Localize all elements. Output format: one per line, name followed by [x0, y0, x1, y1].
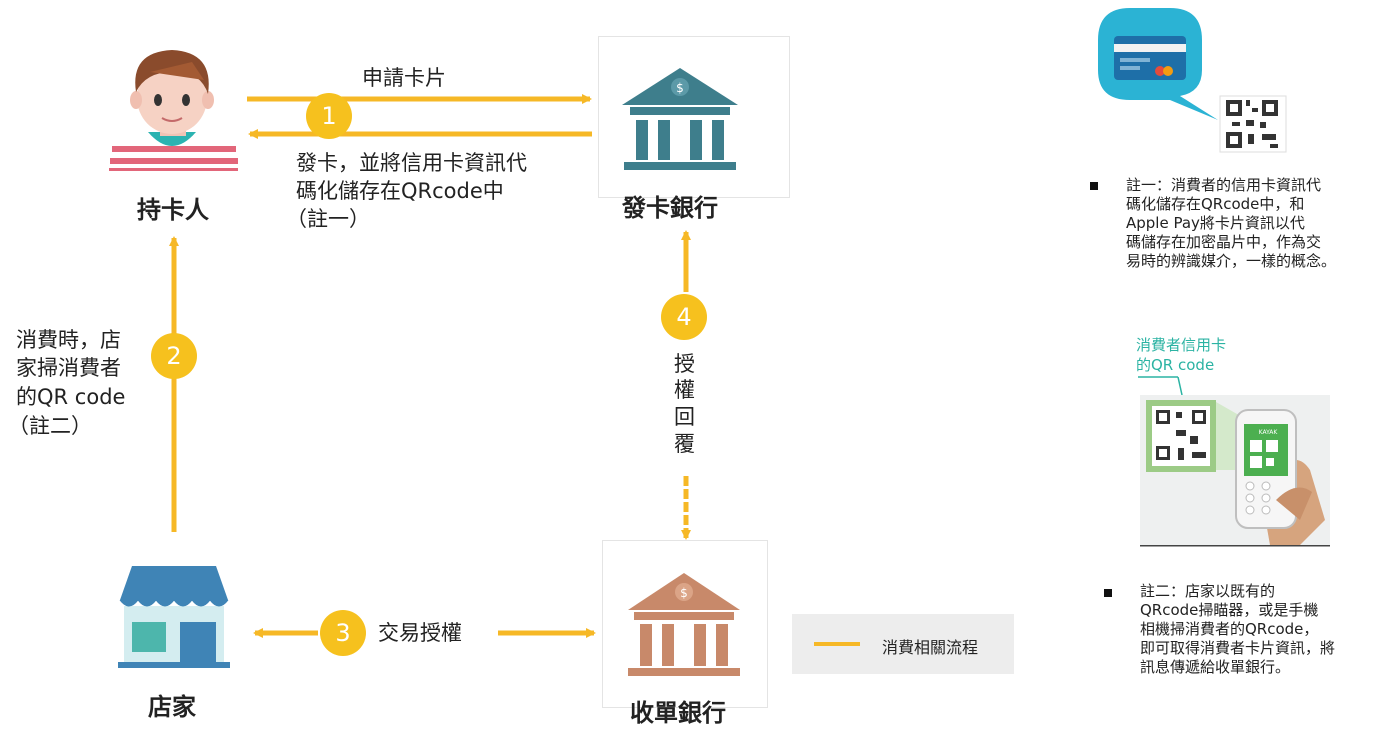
step-badge-3: 3 [320, 610, 366, 656]
note2-line3: 相機掃消費者的QRcode， [1140, 620, 1319, 638]
issue-card-line3: （註一） [286, 207, 370, 231]
note1-line5: 易時的辨識媒介，一樣的概念。 [1126, 252, 1337, 270]
svg-text:$: $ [680, 586, 688, 600]
acquiring-bank-label: 收單銀行 [630, 699, 726, 727]
cardholder-label: 持卡人 [137, 196, 209, 224]
step-badge-2: 2 [151, 333, 197, 379]
note1-bullet [1090, 182, 1098, 190]
merchant-label: 店家 [148, 693, 196, 721]
note2-line1: 註二：店家以既有的 [1140, 582, 1276, 600]
svg-text:KAYAK: KAYAK [1259, 429, 1279, 436]
legend-box: 消費相關流程 [792, 614, 1014, 674]
note2-line5: 訊息傳遞給收單銀行。 [1140, 658, 1291, 676]
issue-card-line2: 碼化儲存在QRcode中 [296, 179, 504, 203]
issuing-bank-label: 發卡銀行 [622, 194, 718, 222]
issuing-bank-frame [598, 36, 790, 198]
note2-line4: 即可取得消費者卡片資訊，將 [1140, 639, 1336, 657]
scan-line4: （註二） [8, 414, 92, 438]
trade-auth-label: 交易授權 [378, 621, 462, 645]
apply-card-label: 申請卡片 [362, 66, 446, 90]
scan-line1: 消費時，店 [16, 328, 121, 352]
auth-reply-char-1: 授 [674, 352, 695, 376]
scan-line3: 的QR code [16, 385, 126, 409]
acquiring-bank-frame [602, 540, 768, 708]
step-badge-4: 4 [661, 294, 707, 340]
note1-line4: 碼儲存在加密晶片中，作為交 [1126, 233, 1322, 251]
issue-card-line1: 發卡，並將信用卡資訊代 [296, 151, 527, 175]
note1-line1: 註一：消費者的信用卡資訊代 [1126, 176, 1322, 194]
auth-reply-char-2: 權 [674, 378, 695, 402]
note1-line3: Apple Pay將卡片資訊以代 [1126, 214, 1305, 232]
note2-bullet [1104, 589, 1112, 597]
note1-line2: 碼化儲存在QRcode中，和 [1126, 195, 1305, 213]
qr-caption-line2: 的QR code [1136, 356, 1215, 374]
note2-line2: QRcode掃瞄器，或是手機 [1140, 601, 1319, 619]
qr-caption-line1: 消費者信用卡 [1136, 336, 1227, 354]
legend-line-swatch [814, 642, 860, 646]
legend-label: 消費相關流程 [882, 638, 979, 657]
svg-text:$: $ [676, 81, 684, 95]
auth-reply-char-4: 覆 [674, 432, 695, 456]
auth-reply-char-3: 回 [674, 405, 695, 429]
scan-line2: 家掃消費者 [16, 356, 121, 380]
step-badge-1: 1 [306, 93, 352, 139]
